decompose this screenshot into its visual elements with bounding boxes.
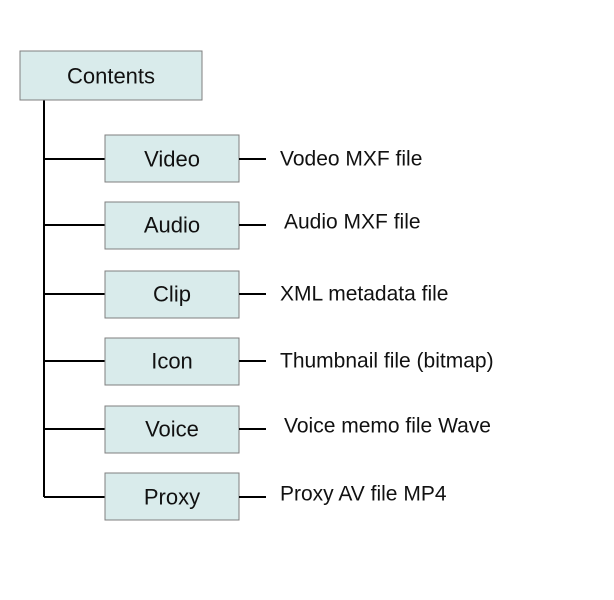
child-box [104,405,240,454]
child-description: Thumbnail file (bitmap) [280,350,494,373]
child-node-icon: Icon Thumbnail file (bitmap) [44,337,494,386]
child-label: Proxy [144,485,200,510]
child-description: Voice memo file Wave [284,415,491,438]
child-label: Audio [144,213,200,238]
child-node-video: Video Vodeo MXF file [44,134,422,183]
child-label: Video [144,147,200,172]
child-box [104,201,240,250]
child-description: Proxy AV file MP4 [280,483,447,506]
child-box [104,270,240,319]
child-node-voice: Voice Voice memo file Wave [44,405,491,454]
child-label: Icon [151,349,193,374]
child-node-proxy: Proxy Proxy AV file MP4 [44,472,447,521]
root-label: Contents [67,64,155,89]
child-description: XML metadata file [280,283,448,306]
child-box [104,472,240,521]
child-label: Voice [145,417,199,442]
child-node-clip: Clip XML metadata file [44,270,448,319]
root-node: Contents [19,50,203,101]
child-node-audio: Audio Audio MXF file [44,201,421,250]
child-label: Clip [153,282,191,307]
root-box [19,50,203,101]
child-description: Audio MXF file [284,211,421,234]
child-description: Vodeo MXF file [280,148,422,171]
child-box [104,134,240,183]
